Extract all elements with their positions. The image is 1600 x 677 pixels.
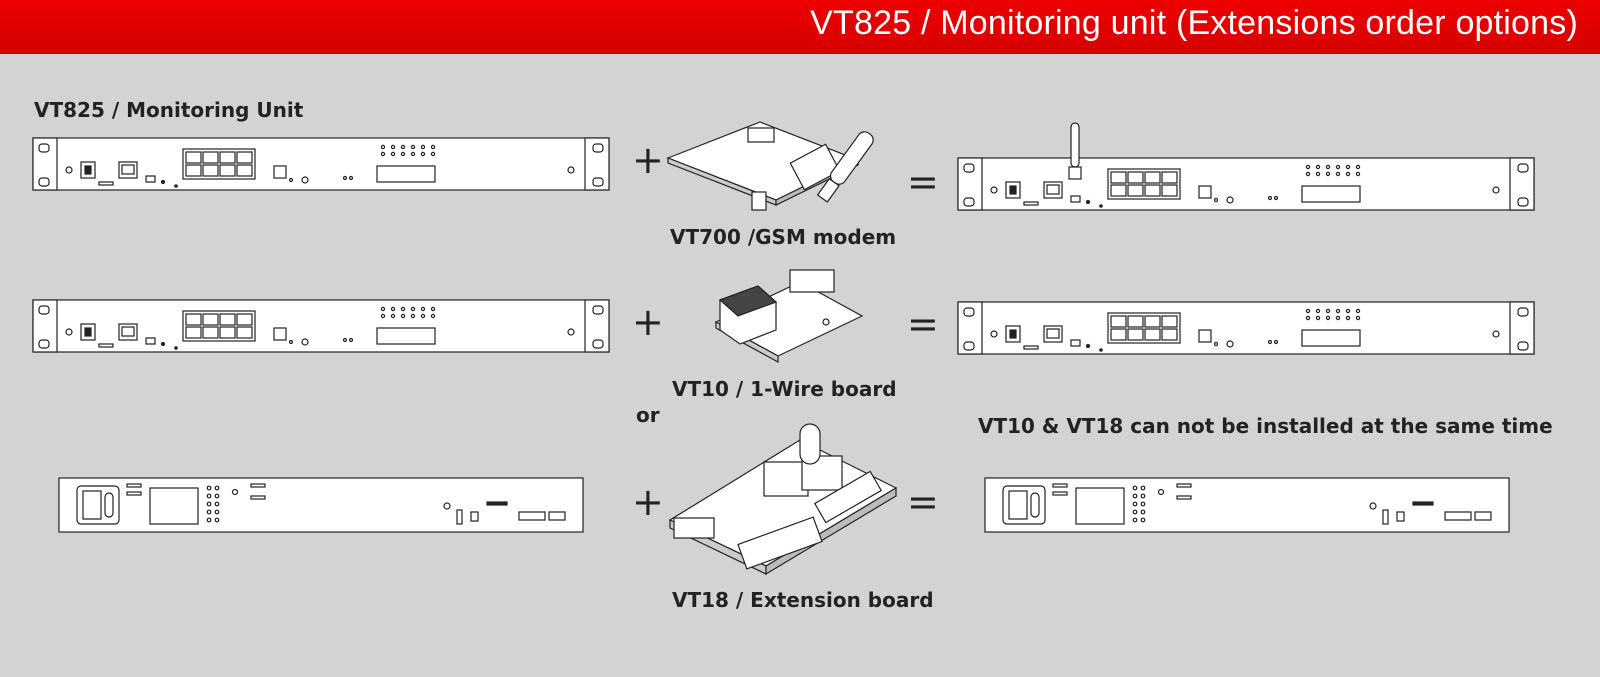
vt825-unit-with-onewire: [957, 301, 1535, 355]
equals-sign-1: =: [907, 160, 939, 204]
title-banner: VT825 / Monitoring unit (Extensions orde…: [0, 0, 1600, 54]
io-unit-base: [58, 477, 584, 533]
vt825-unit-with-gsm: [957, 157, 1535, 211]
onewire-board-image: [714, 269, 864, 364]
page-title: VT825 / Monitoring unit (Extensions orde…: [810, 4, 1578, 42]
vt825-unit-base-2: [32, 299, 610, 353]
plus-sign-1: +: [632, 138, 664, 182]
gsm-modem-label: VT700 /GSM modem: [670, 225, 897, 249]
plus-sign-2: +: [632, 300, 664, 344]
equals-sign-2: =: [907, 302, 939, 346]
exclusivity-note: VT10 & VT18 can not be installed at the …: [978, 414, 1553, 438]
plus-sign-3: +: [632, 480, 664, 524]
gsm-modem-image: [666, 121, 874, 211]
extension-board-image: [668, 423, 898, 576]
vt825-unit-base-1: [32, 137, 610, 191]
or-label: or: [636, 403, 660, 427]
extension-board-label: VT18 / Extension board: [672, 588, 934, 612]
antenna-icon: [1068, 122, 1082, 180]
io-unit-with-extension: [984, 477, 1510, 533]
equals-sign-3: =: [907, 480, 939, 524]
section-title: VT825 / Monitoring Unit: [34, 98, 304, 122]
onewire-board-label: VT10 / 1-Wire board: [672, 377, 897, 401]
